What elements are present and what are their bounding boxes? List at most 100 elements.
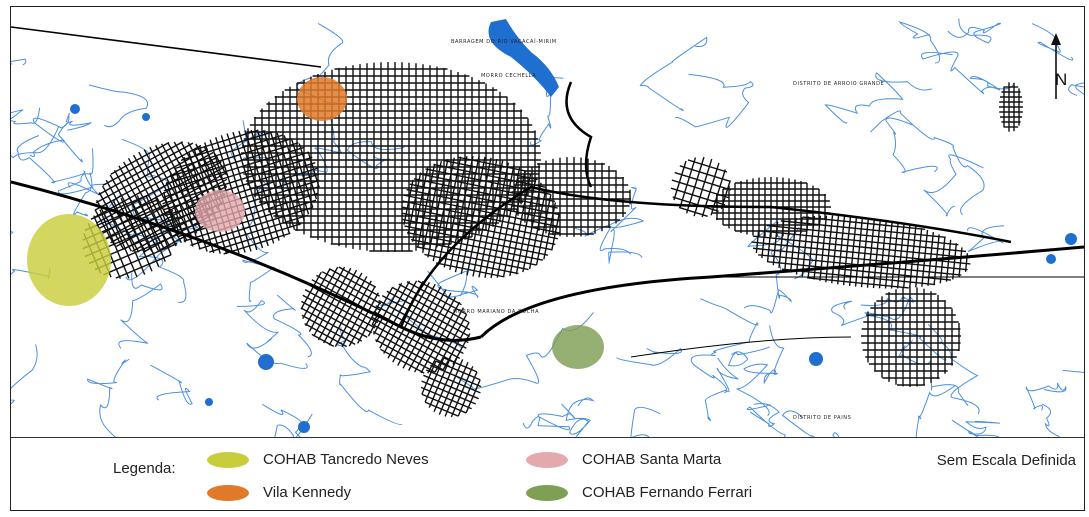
street (401, 212, 556, 246)
highway (11, 26, 322, 68)
housing-areas (27, 77, 604, 369)
river-line (921, 51, 1015, 95)
label-barragem: BARRAGEM DO RIO VACACAÍ-MIRIM (451, 38, 557, 45)
street (102, 141, 184, 187)
swatch-tancredo-neves (207, 451, 249, 468)
street (162, 162, 316, 211)
street (404, 194, 561, 228)
street (457, 156, 527, 172)
street-block (300, 266, 382, 348)
street (402, 218, 553, 251)
street (753, 235, 970, 259)
street (420, 386, 472, 410)
place-labels: DISTRITO DE ARROIO GRANDE DISTRITO DE PA… (451, 38, 884, 421)
lake (1046, 254, 1056, 264)
highway (479, 245, 1084, 339)
street-block (999, 82, 1023, 132)
river-line (274, 413, 313, 437)
legend-label: Vila Kennedy (263, 484, 352, 501)
legend-item-santa-marta: COHAB Santa Marta (526, 451, 721, 468)
street-block (511, 157, 631, 237)
reservoir (488, 19, 559, 97)
street (191, 129, 259, 152)
legend-title: Legenda: (113, 460, 176, 477)
street (397, 286, 442, 366)
river-line (746, 404, 786, 437)
map-frame: DISTRITO DE ARROIO GRANDE DISTRITO DE PA… (10, 6, 1085, 511)
street (442, 322, 470, 371)
area-santa-marta (195, 190, 245, 232)
river-line (630, 406, 661, 437)
river-line (1068, 82, 1084, 96)
street (98, 142, 194, 196)
street (162, 156, 313, 205)
river-line (11, 230, 14, 234)
street (387, 282, 431, 359)
north-label: N (1055, 70, 1068, 89)
street (109, 174, 153, 252)
swatch-fernando-ferrari (526, 484, 568, 501)
street (302, 294, 372, 334)
river-line (11, 402, 12, 404)
street (110, 178, 228, 244)
street (372, 330, 444, 371)
street (90, 195, 147, 220)
street (430, 364, 482, 388)
river-line (898, 21, 941, 64)
street (307, 283, 379, 324)
street (679, 165, 731, 183)
street (421, 380, 477, 405)
street (375, 339, 436, 373)
river-line (29, 112, 70, 157)
street (425, 369, 481, 394)
river-line (11, 125, 60, 159)
lake (70, 104, 80, 114)
north-arrow-head (1051, 33, 1061, 45)
river-line (690, 298, 759, 394)
street-block (420, 356, 482, 418)
street (163, 146, 305, 192)
legend-label: COHAB Fernando Ferrari (582, 484, 753, 501)
river-line (262, 403, 303, 437)
legend-panel: Legenda: COHAB Tancredo Neves COHAB Sant… (11, 437, 1084, 510)
river-line (427, 270, 479, 299)
street (421, 393, 467, 414)
legend-label: COHAB Tancredo Neves (263, 451, 429, 468)
lake (1065, 233, 1077, 245)
street (183, 199, 317, 242)
street (406, 281, 467, 315)
street (406, 231, 544, 261)
street (304, 289, 376, 329)
lake (142, 113, 150, 121)
street (94, 151, 214, 218)
lake (809, 352, 823, 366)
street (672, 196, 719, 212)
street (752, 247, 968, 271)
river-line (704, 357, 739, 421)
river-line (57, 173, 107, 195)
legend-item-tancredo-neves: COHAB Tancredo Neves (207, 451, 429, 468)
swatch-vila-kennedy (207, 484, 249, 501)
river-line (824, 72, 932, 124)
river-line (639, 36, 708, 112)
street (375, 280, 411, 343)
street (103, 242, 178, 276)
street (302, 268, 331, 320)
river-line (1062, 369, 1084, 373)
street (417, 280, 462, 306)
street (915, 228, 923, 288)
street (433, 163, 546, 188)
highway (630, 336, 852, 358)
river-line (927, 323, 980, 414)
street (95, 144, 202, 204)
street (173, 185, 320, 233)
street (908, 226, 917, 288)
street-block (670, 156, 732, 218)
city-map: DISTRITO DE ARROIO GRANDE DISTRITO DE PA… (11, 18, 1084, 437)
river-line (727, 346, 770, 367)
legend-item-vila-kennedy: Vila Kennedy (207, 484, 351, 501)
street (443, 159, 538, 181)
street (406, 188, 561, 222)
street (380, 348, 425, 374)
street (190, 206, 313, 246)
